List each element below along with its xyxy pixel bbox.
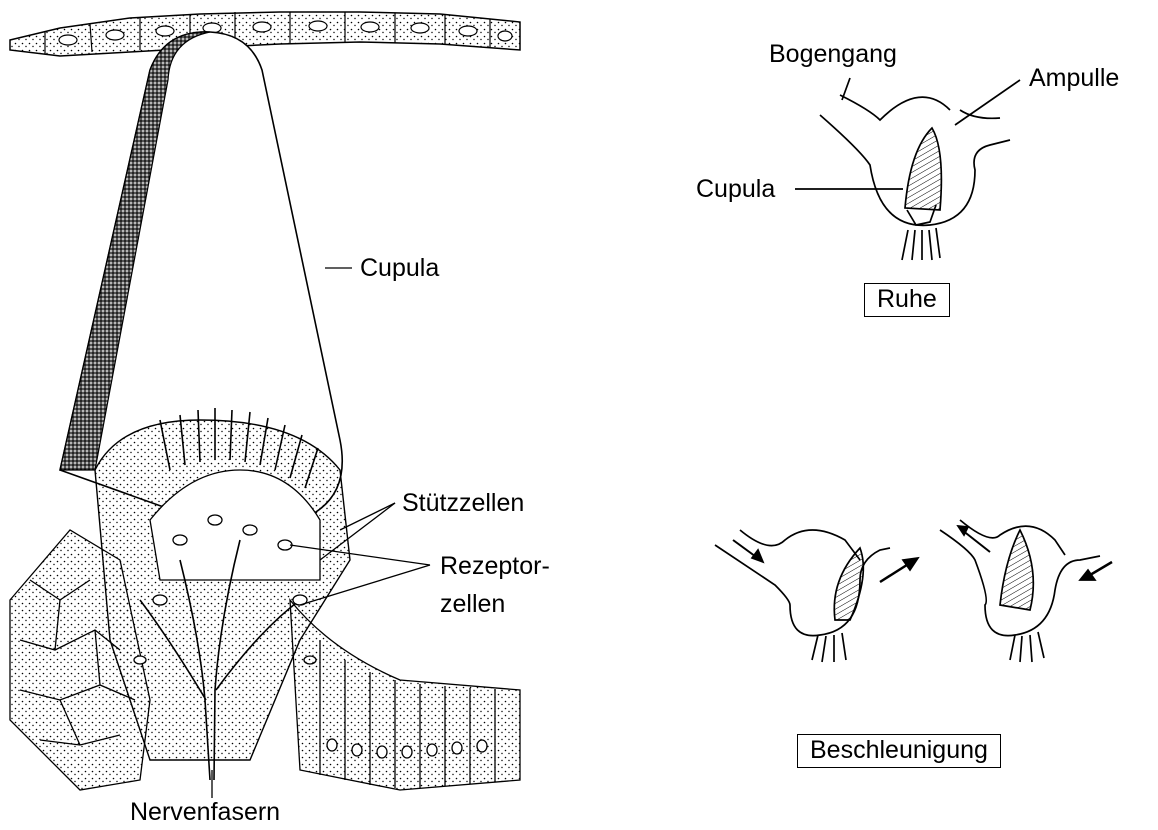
- label-stuetzzellen: Stützzellen: [402, 491, 524, 516]
- label-rezeptor-line2: zellen: [440, 592, 505, 617]
- label-ampulle: Ampulle: [1029, 66, 1119, 91]
- label-bogengang: Bogengang: [769, 42, 897, 67]
- ampulla-accel-left: [715, 530, 918, 662]
- label-cupula-small: Cupula: [696, 177, 775, 202]
- ampulla-accel-right: [940, 520, 1112, 662]
- membrane-top: [10, 12, 520, 56]
- label-beschleunigung: Beschleunigung: [797, 734, 1001, 768]
- label-rezeptor-line1: Rezeptor-: [440, 554, 550, 579]
- label-ruhe: Ruhe: [864, 283, 950, 317]
- ampulla-rest: [795, 78, 1020, 260]
- label-cupula-main: Cupula: [360, 256, 439, 281]
- label-nervenfasern: Nervenfasern: [130, 800, 280, 825]
- epithelium-right: [290, 600, 520, 790]
